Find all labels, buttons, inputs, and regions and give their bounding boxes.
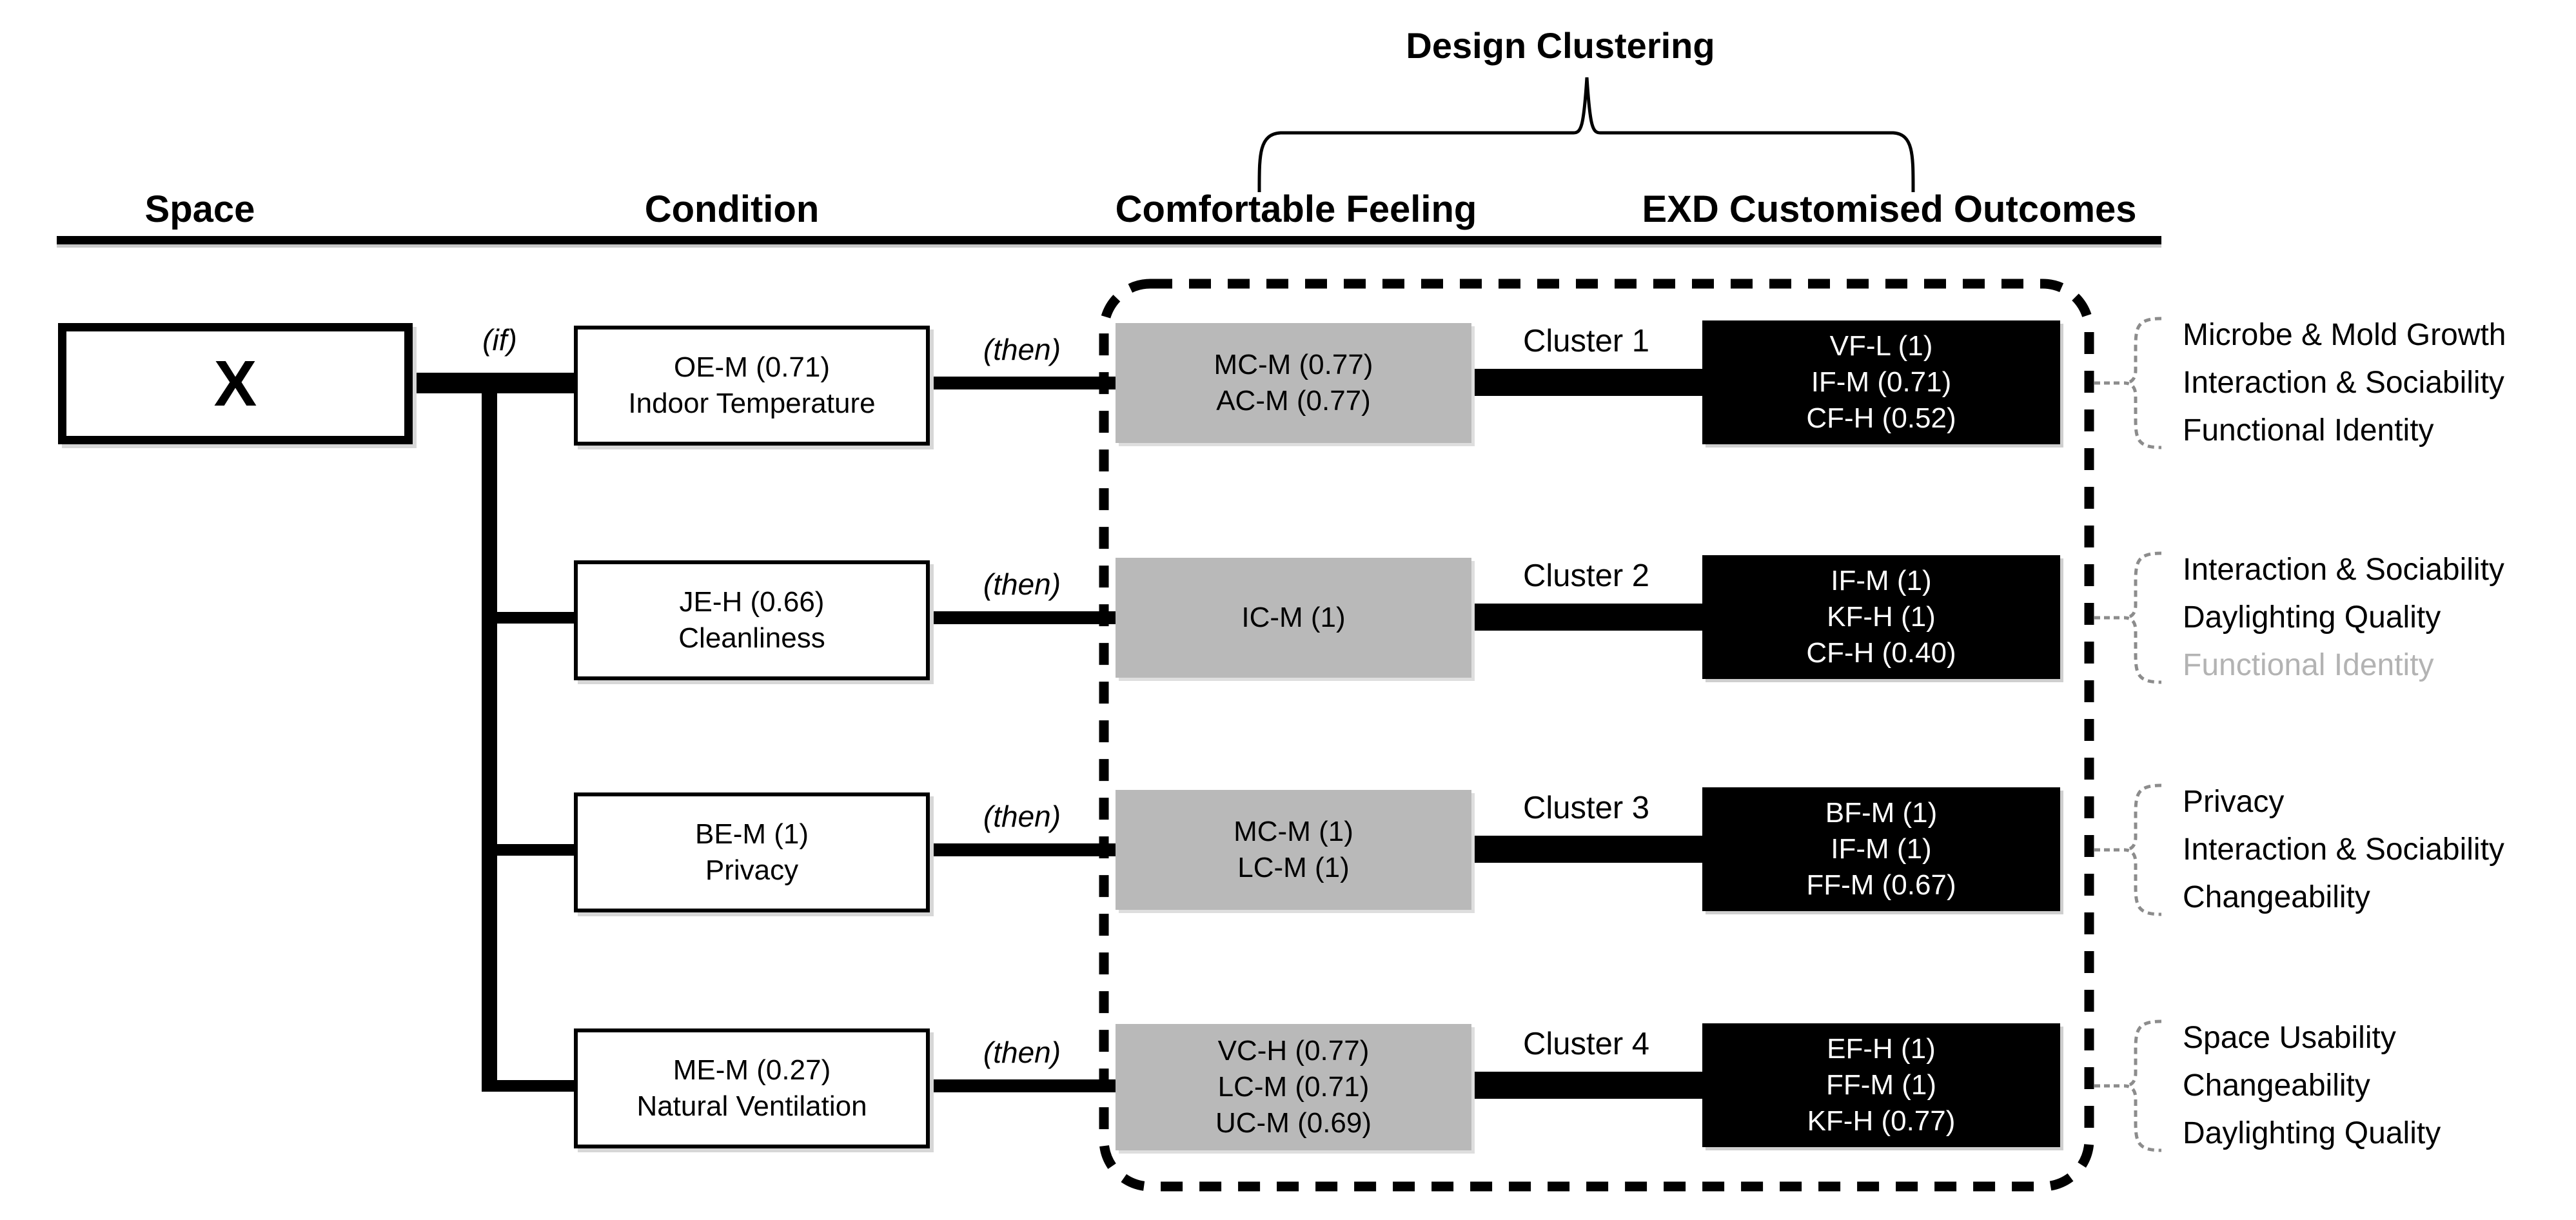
cluster-connector-row3 [1470, 836, 1706, 863]
cluster-connector-row2 [1470, 604, 1706, 631]
condition-box-row3: BE-M (1) Privacy [574, 792, 930, 912]
condition-code: BE-M (1) [695, 818, 809, 850]
condition-name: Natural Ventilation [636, 1090, 867, 1122]
then-connector-row2 [923, 611, 1117, 624]
outcome-label: Microbe & Mold Growth [2183, 318, 2506, 352]
outcome-label: Privacy [2183, 785, 2285, 819]
outcome-label: Functional Identity [2183, 413, 2434, 448]
space-box-label: X [213, 347, 257, 420]
condition-code: ME-M (0.27) [673, 1054, 831, 1086]
outcome-item: IF-M (1) [1831, 833, 1932, 865]
if-label: (if) [482, 323, 517, 357]
trunk-line [482, 373, 497, 1092]
outcome-box-row4: EF-H (1) FF-M (1) KF-H (0.77) [1702, 1023, 2060, 1147]
branch-line-row2 [482, 612, 575, 624]
outcome-item: FF-M (0.67) [1806, 869, 1956, 901]
then-label-row1: (then) [983, 333, 1061, 366]
then-label-row2: (then) [983, 567, 1061, 601]
outcome-brace-row3 [2123, 783, 2162, 916]
comfort-item: UC-M (0.69) [1215, 1107, 1372, 1139]
outcome-item: KF-H (0.77) [1807, 1105, 1956, 1137]
comfort-item: MC-M (0.77) [1214, 349, 1373, 380]
condition-box-row4: ME-M (0.27) Natural Ventilation [574, 1028, 930, 1148]
outcome-labels-row4: Space Usability Changeability Daylightin… [2183, 1014, 2441, 1157]
outcome-labels-row3: Privacy Interaction & Sociability Change… [2183, 778, 2504, 921]
comfort-item: LC-M (1) [1237, 852, 1350, 883]
condition-box-row2: JE-H (0.66) Cleanliness [574, 560, 930, 680]
comfort-item: AC-M (0.77) [1216, 385, 1371, 417]
outcome-label: Changeability [2183, 880, 2370, 914]
cluster-label-row2: Cluster 2 [1522, 558, 1650, 593]
outcome-item: KF-H (1) [1827, 601, 1936, 633]
comfort-item: LC-M (0.71) [1217, 1071, 1370, 1103]
condition-box-row1: OE-M (0.71) Indoor Temperature [574, 326, 930, 446]
comfort-box-row1: MC-M (0.77) AC-M (0.77) [1116, 323, 1471, 443]
header-comfortable-feeling: Comfortable Feeling [1115, 188, 1477, 230]
outcome-labels-row1: Microbe & Mold Growth Interaction & Soci… [2183, 311, 2506, 455]
then-connector-row1 [923, 377, 1117, 389]
outcome-label: Interaction & Sociability [2183, 553, 2504, 587]
diagram-title: Design Clustering [1406, 25, 1715, 66]
outcome-label: Interaction & Sociability [2183, 832, 2504, 867]
outcome-label: Changeability [2183, 1068, 2370, 1103]
outcome-brace-row2 [2123, 551, 2162, 684]
cluster-connector-row1 [1470, 369, 1706, 396]
header-exd-outcomes: EXD Customised Outcomes [1642, 188, 2137, 230]
outcome-label: Space Usability [2183, 1021, 2396, 1055]
then-connector-row4 [923, 1079, 1117, 1092]
branch-line-row4 [482, 1080, 575, 1092]
outcome-item: EF-H (1) [1827, 1033, 1936, 1065]
outcome-brace-row1 [2123, 317, 2162, 449]
header-rule-shadow [57, 244, 2161, 248]
cluster-label-row3: Cluster 3 [1522, 791, 1650, 825]
cluster-connector-row4 [1470, 1072, 1706, 1099]
outcome-item: BF-M (1) [1825, 797, 1938, 829]
outcome-item: IF-M (1) [1831, 565, 1932, 596]
then-label-row3: (then) [983, 800, 1061, 833]
comfort-box-row2: IC-M (1) [1116, 558, 1471, 678]
cluster-label-row4: Cluster 4 [1522, 1027, 1650, 1061]
comfort-box-row4: VC-H (0.77) LC-M (0.71) UC-M (0.69) [1116, 1024, 1471, 1150]
condition-name: Cleanliness [678, 622, 825, 654]
comfort-item: VC-H (0.77) [1217, 1035, 1370, 1067]
outcome-brace-row4 [2123, 1019, 2162, 1152]
outcome-labels-row2: Interaction & Sociability Daylighting Qu… [2183, 546, 2504, 689]
design-clustering-brace [1257, 77, 1915, 193]
branch-line-row3 [482, 844, 575, 856]
outcome-item: FF-M (1) [1825, 1069, 1937, 1101]
outcome-item: CF-H (0.40) [1806, 637, 1956, 669]
cluster-label-row1: Cluster 1 [1522, 324, 1650, 359]
comfort-box-row3: MC-M (1) LC-M (1) [1116, 790, 1471, 910]
outcome-label-muted: Functional Identity [2183, 648, 2434, 682]
outcome-item: VF-L (1) [1829, 330, 1933, 362]
comfort-item: MC-M (1) [1234, 816, 1353, 847]
space-box: X [58, 323, 413, 444]
condition-code: OE-M (0.71) [673, 351, 831, 383]
comfort-item: IC-M (1) [1241, 602, 1346, 633]
then-label-row4: (then) [983, 1036, 1061, 1069]
condition-name: Privacy [705, 854, 799, 886]
then-connector-row3 [923, 843, 1117, 856]
outcome-box-row1: VF-L (1) IF-M (0.71) CF-H (0.52) [1702, 320, 2060, 444]
outcome-box-row3: BF-M (1) IF-M (1) FF-M (0.67) [1702, 787, 2060, 911]
outcome-item: CF-H (0.52) [1806, 402, 1956, 434]
condition-name: Indoor Temperature [628, 388, 876, 419]
outcome-label: Daylighting Quality [2183, 600, 2441, 635]
outcome-label: Daylighting Quality [2183, 1116, 2441, 1150]
outcome-braces [2094, 317, 2162, 1152]
header-rule [57, 236, 2161, 244]
outcome-item: IF-M (0.71) [1811, 366, 1952, 398]
clustering-region-border [1099, 279, 2094, 1192]
outcome-label: Interaction & Sociability [2183, 366, 2504, 400]
header-condition: Condition [644, 188, 820, 230]
header-space: Space [144, 188, 255, 230]
outcome-box-row2: IF-M (1) KF-H (1) CF-H (0.40) [1702, 555, 2060, 679]
condition-code: JE-H (0.66) [679, 586, 825, 618]
